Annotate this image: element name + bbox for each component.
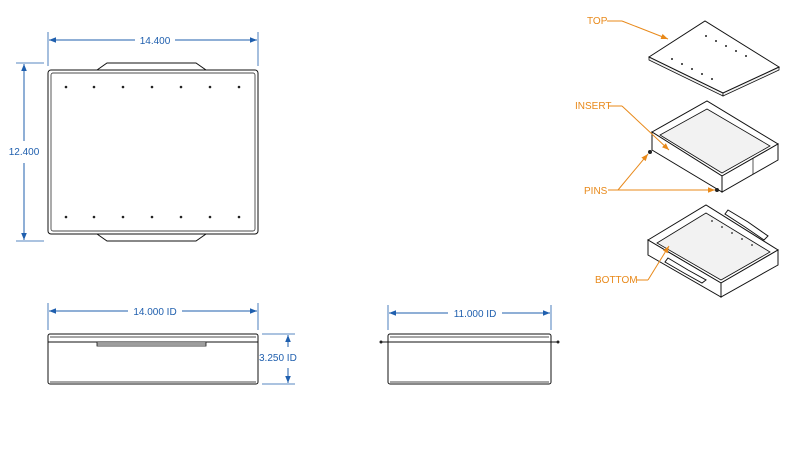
dimension-front-width-label: 14.000 ID: [133, 307, 176, 318]
dimension-top-height-label: 12.400: [9, 147, 40, 158]
front-view: 14.000 ID 3.250 ID: [47, 303, 297, 385]
dimension-top-width: 14.400: [47, 32, 259, 66]
top-view: 14.400 12.400: [9, 32, 259, 242]
callout-pins-label: PINS: [584, 186, 608, 197]
top-view-holes-bottom-row: [64, 215, 241, 219]
callout-top: TOP: [587, 16, 669, 40]
callout-bottom-label: BOTTOM: [595, 275, 638, 286]
exploded-view: TOP INSERT PINS BOTTOM: [575, 16, 781, 298]
front-view-outline: [47, 333, 259, 385]
bottom-side-wall: [720, 249, 779, 298]
top-view-handle-bottom: [95, 233, 208, 242]
callout-insert: INSERT: [575, 101, 670, 151]
exploded-insert: [648, 100, 779, 193]
dimension-front-height: 3.250 ID: [259, 333, 297, 385]
dimension-top-height: 12.400: [9, 62, 44, 242]
callout-pins: PINS: [584, 153, 715, 197]
bottom-handle-left: [664, 257, 707, 284]
dimension-top-width-label: 14.400: [140, 36, 171, 47]
callout-insert-label: INSERT: [575, 101, 612, 112]
exploded-lid: [647, 20, 781, 97]
side-view: 11.000 ID: [379, 305, 560, 385]
callout-bottom: BOTTOM: [595, 245, 670, 286]
top-view-holes-top-row: [64, 85, 241, 89]
dimension-front-width: 14.000 ID: [47, 303, 259, 330]
dimension-side-width: 11.000 ID: [387, 305, 552, 330]
exploded-bottom: [647, 204, 779, 298]
callout-top-label: TOP: [587, 16, 608, 27]
top-view-handle-top: [95, 62, 208, 71]
insert-side-wall: [721, 143, 779, 193]
dimension-front-height-label: 3.250 ID: [259, 353, 297, 364]
top-view-inner-outline: [50, 72, 256, 232]
dimension-side-width-label: 11.000 ID: [454, 309, 497, 320]
side-view-outline: [387, 333, 552, 385]
lid-top-surface: [647, 20, 781, 94]
bottom-handle-right: [724, 209, 769, 241]
top-view-outline: [47, 69, 259, 235]
